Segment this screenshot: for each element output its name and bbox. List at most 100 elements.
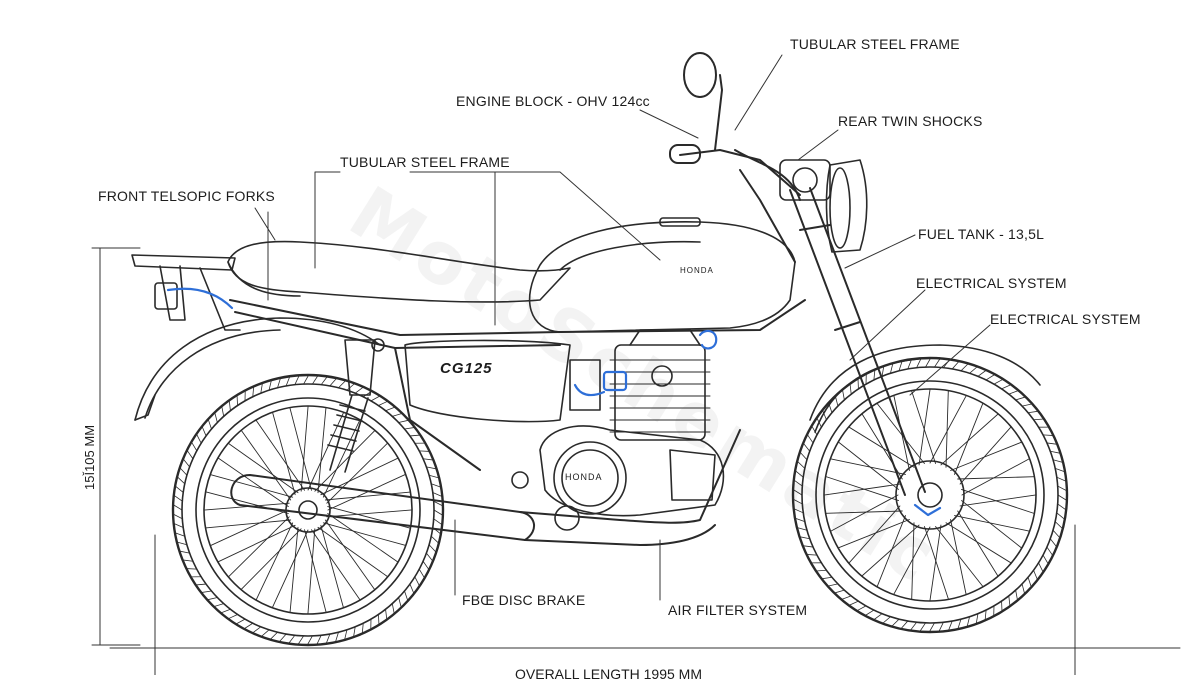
spoke — [824, 484, 900, 495]
rear-fender — [135, 318, 380, 420]
label-frame-top: TUBULAR STEEL FRAME — [790, 36, 960, 52]
tank-badge-decal: HONDA — [680, 266, 714, 275]
tread-mark — [910, 622, 916, 630]
spoke — [308, 412, 344, 490]
tread-mark — [229, 400, 230, 410]
spoke — [960, 427, 1011, 484]
tread-mark — [330, 378, 337, 386]
tread-mark — [434, 510, 443, 515]
seat — [228, 242, 570, 302]
tread-mark — [196, 434, 201, 443]
tread-mark — [270, 632, 277, 639]
spoke — [962, 501, 1022, 549]
tread-mark — [196, 584, 206, 585]
tread-mark — [177, 477, 185, 484]
handlebar — [670, 53, 800, 200]
tread-mark — [1034, 419, 1044, 420]
side-cover — [405, 340, 570, 421]
tread-mark — [797, 461, 805, 468]
tread-mark — [174, 495, 182, 501]
tread-mark — [1057, 513, 1065, 520]
spoke — [941, 414, 998, 465]
tread-mark — [1039, 563, 1044, 572]
tread-mark — [410, 435, 420, 436]
spoke — [210, 510, 288, 546]
spoke — [327, 510, 412, 517]
spoke — [290, 408, 312, 491]
tread-mark — [423, 561, 429, 570]
tread-mark — [934, 358, 940, 367]
spoke — [290, 527, 298, 612]
tread-mark — [419, 569, 424, 578]
spoke — [218, 525, 295, 562]
spoke — [228, 517, 289, 577]
spoke — [962, 489, 1035, 513]
tread-mark — [405, 427, 415, 429]
tread-mark — [849, 601, 859, 605]
tread-mark — [434, 519, 442, 525]
tread-mark — [841, 596, 851, 600]
tread-mark — [415, 577, 420, 586]
spoke — [862, 525, 919, 576]
side-cover-decal: CG125 — [440, 360, 493, 377]
tread-mark — [187, 450, 193, 459]
tread-mark — [252, 627, 260, 633]
tread-mark — [795, 471, 803, 478]
tread-mark — [1058, 486, 1067, 491]
tread-mark — [1043, 555, 1048, 564]
tread-mark — [347, 383, 355, 390]
tread-mark — [1022, 584, 1025, 594]
tread-mark — [842, 390, 844, 400]
tread-mark — [221, 609, 231, 613]
label-electrical-1: ELECTRICAL SYSTEM — [916, 275, 1067, 291]
tread-mark — [431, 536, 439, 543]
tread-mark — [1016, 590, 1018, 600]
tread-mark — [1058, 495, 1067, 500]
tread-mark — [399, 598, 402, 608]
tread-mark — [261, 630, 269, 637]
luggage-rack — [132, 255, 240, 330]
spoke — [315, 430, 375, 491]
tread-mark — [355, 387, 363, 393]
spoke — [924, 527, 948, 600]
tread-mark — [1053, 530, 1060, 538]
fuel-tank — [530, 218, 795, 332]
tread-mark — [793, 490, 802, 495]
tread-mark — [978, 370, 986, 376]
tread-mark — [800, 452, 807, 460]
spoke — [256, 523, 293, 600]
tread-mark — [312, 375, 318, 384]
tread-mark — [236, 619, 245, 624]
label-fuel-tank: FUEL TANK - 13,5L — [918, 226, 1044, 242]
spoke — [272, 530, 308, 608]
tread-mark — [429, 545, 436, 553]
spoke — [318, 408, 326, 493]
tread-mark — [793, 499, 802, 504]
tread-mark — [173, 505, 182, 510]
spoke — [308, 529, 315, 614]
spoke — [919, 389, 930, 465]
tread-mark — [816, 570, 826, 571]
tread-mark — [850, 384, 851, 394]
spoke — [241, 529, 301, 590]
tread-mark — [228, 614, 237, 618]
tread-mark — [214, 604, 224, 607]
spoke — [305, 530, 327, 613]
headlight-assembly — [780, 160, 867, 252]
tread-mark — [834, 590, 844, 593]
engine-case-decal: HONDA — [565, 472, 603, 482]
dimension-length: OVERALL LENGTH 1995 MM — [515, 666, 702, 682]
label-frame-mid: TUBULAR STEEL FRAME — [340, 154, 510, 170]
tread-mark — [405, 591, 408, 601]
tread-mark — [386, 407, 396, 411]
tread-mark — [929, 623, 934, 632]
tread-mark — [1002, 385, 1012, 389]
spoke — [301, 406, 308, 491]
tread-mark — [173, 514, 182, 519]
tread-mark — [926, 358, 931, 367]
spoke — [206, 520, 291, 528]
tread-mark — [410, 584, 414, 594]
tread-mark — [1050, 539, 1056, 547]
spoke — [930, 525, 941, 601]
